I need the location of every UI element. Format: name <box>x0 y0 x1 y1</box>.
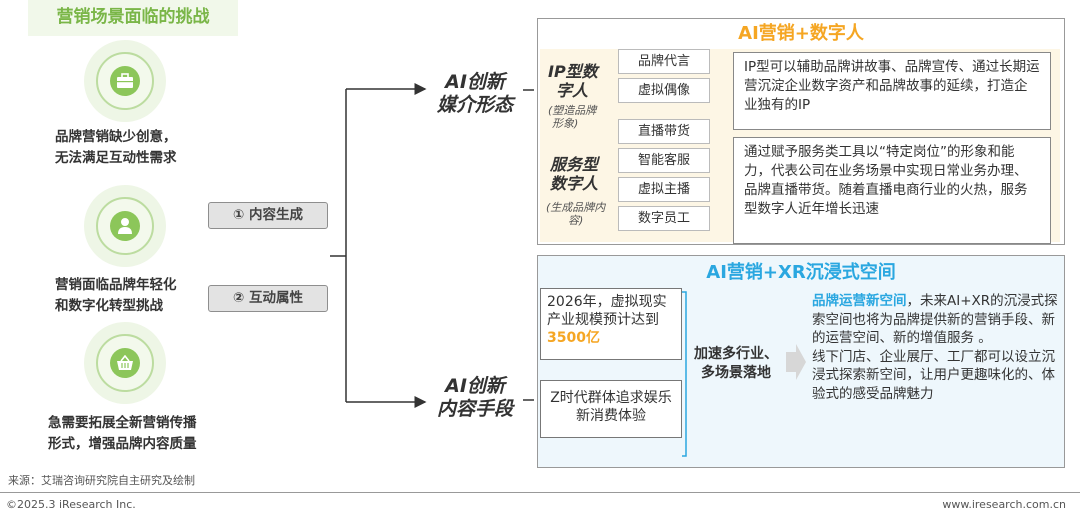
tag-virtual-anchor: 虚拟主播 <box>618 177 710 202</box>
xr-brand-space-text: 品牌运营新空间，未来AI+XR的沉浸式探索空间也将为品牌提供新的营销手段、新的运… <box>812 293 1058 402</box>
tag-digital-employee: 数字员工 <box>618 206 710 231</box>
challenge-3-icon-circle <box>84 322 166 404</box>
ai-digital-human-title: AI营销+数字人 <box>738 23 864 44</box>
source-note: 来源：艾瑞咨询研究院自主研究及绘制 <box>8 474 195 487</box>
interactive-attribute-pill: ② 互动属性 <box>208 285 328 312</box>
service-type-heading: 服务型 数字人 (生成品牌内 容) <box>546 155 606 227</box>
challenge-1-text: 品牌营销缺少创意， 无法满足互动性需求 <box>55 129 177 166</box>
ai-xr-title: AI营销+XR沉浸式空间 <box>706 262 896 283</box>
basket-icon <box>110 348 140 378</box>
content-generation-pill: ① 内容生成 <box>208 202 328 229</box>
challenge-2-icon-circle <box>84 185 166 267</box>
xr-market-size-box: 2026年，虚拟现实产业规模预计达到3500亿 <box>540 288 682 360</box>
website-link[interactable]: www.iresearch.com.cn <box>942 498 1066 511</box>
ip-type-description: IP型可以辅助品牌讲故事、品牌宣传、通过长期运营沉淀企业数字资产和品牌故事的延续… <box>733 52 1051 130</box>
challenge-2-text: 营销面临品牌年轻化 和数字化转型挑战 <box>55 277 177 314</box>
xr-genz-box: Z时代群体追求娱乐新消费体验 <box>540 380 682 438</box>
xr-acceleration-label: 加速多行业、 多场景落地 <box>694 346 778 381</box>
tag-brand-endorsement: 品牌代言 <box>618 49 710 74</box>
tag-smart-customer-service: 智能客服 <box>618 148 710 173</box>
challenge-1-icon-circle <box>84 40 166 122</box>
copyright: ©2025.3 iResearch Inc. <box>6 498 136 511</box>
branch-content-label: AI创新 内容手段 <box>436 375 513 420</box>
challenges-title: 营销场景面临的挑战 <box>28 0 238 36</box>
challenge-3-text: 急需要拓展全新营销传播 形式，增强品牌内容质量 <box>48 415 197 452</box>
xr-bracket <box>682 291 687 457</box>
footer-divider <box>0 492 1080 493</box>
chevron-right-icon <box>786 344 806 380</box>
service-type-description: 通过赋予服务类工具以“特定岗位”的形象和能力，代表公司在业务场景中实现日常业务办… <box>733 137 1051 244</box>
tag-virtual-idol: 虚拟偶像 <box>618 78 710 103</box>
tag-live-commerce: 直播带货 <box>618 119 710 144</box>
branch-media-label: AI创新 媒介形态 <box>436 71 513 116</box>
ip-type-heading: IP型数 字人 (塑造品牌 形象) <box>548 62 598 130</box>
briefcase-icon <box>110 66 140 96</box>
person-icon <box>110 211 140 241</box>
